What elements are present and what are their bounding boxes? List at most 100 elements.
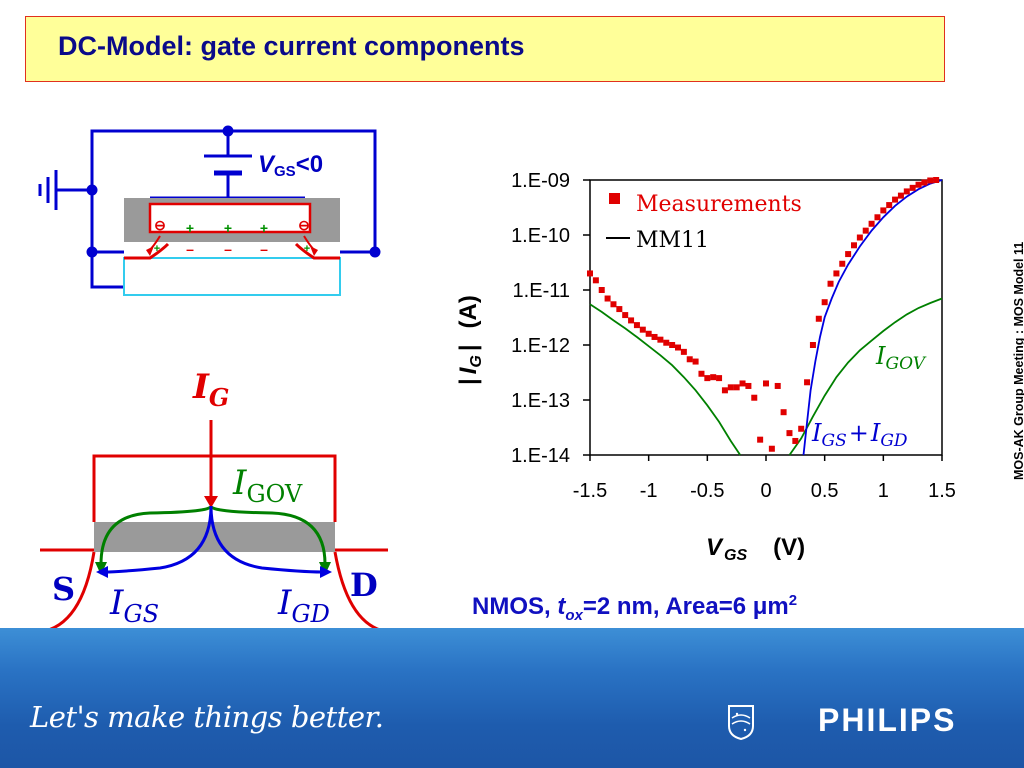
model-curve xyxy=(589,303,741,456)
measurement-point xyxy=(868,220,875,227)
measurement-point xyxy=(657,336,664,343)
measurement-point xyxy=(639,326,646,333)
footer-band xyxy=(0,628,1024,768)
y-tick-label: 1.E-12 xyxy=(511,335,570,357)
measurement-point xyxy=(757,436,764,443)
measurement-point xyxy=(610,301,617,308)
model-curve xyxy=(802,179,943,456)
y-axis-label: |IG|(A) xyxy=(455,295,485,385)
measurement-point xyxy=(680,348,687,355)
measurement-point xyxy=(633,322,640,329)
mosfet-schematic: + + + – – – ⊖ ⊖ + + VGS<0 xyxy=(38,125,381,296)
measurement-point xyxy=(804,379,811,386)
node-dot xyxy=(86,246,98,258)
measurement-point xyxy=(721,387,728,394)
model-curve xyxy=(788,297,943,456)
y-tick-label: 1.E-09 xyxy=(511,170,570,192)
measurement-point xyxy=(798,425,805,432)
electron-charge: ⊖ xyxy=(154,217,166,233)
measurement-point xyxy=(897,192,904,199)
gate-current-diagram: IG IGOV S D IGS IGD xyxy=(39,367,389,634)
node-dot xyxy=(86,184,98,196)
measurement-point xyxy=(862,227,869,234)
measurement-points xyxy=(587,177,940,452)
measurement-point xyxy=(669,342,676,348)
measurement-point xyxy=(774,382,781,389)
measurement-point xyxy=(616,306,623,313)
measurement-point xyxy=(915,181,922,188)
legend-mm11: MM11 xyxy=(636,228,709,253)
measurement-point xyxy=(651,333,658,340)
measurement-point xyxy=(710,374,717,381)
igov-label: IGOV xyxy=(232,463,303,508)
source-label: S xyxy=(52,570,75,608)
y-tick-label: 1.E-14 xyxy=(511,445,570,467)
measurement-point xyxy=(645,330,652,337)
measurement-point xyxy=(716,375,723,382)
slide-title: DC-Model: gate current components xyxy=(58,31,525,61)
measurement-point xyxy=(827,280,834,287)
measurement-point xyxy=(851,242,857,249)
title-box: DC-Model: gate current components xyxy=(25,16,945,82)
measurement-point xyxy=(592,277,599,284)
legend-marker-measurements xyxy=(609,193,620,204)
igd-label: IGD xyxy=(277,583,330,628)
x-tick-label: -1.5 xyxy=(573,480,607,502)
oxide-charge: + xyxy=(260,220,268,236)
measurement-point xyxy=(598,287,605,293)
measurement-point xyxy=(698,370,705,377)
node-dot xyxy=(369,246,381,258)
footer-slogan: Let's make things better. xyxy=(30,700,384,734)
measurement-point xyxy=(768,445,775,452)
measurement-point xyxy=(909,184,916,191)
measurement-point xyxy=(856,234,863,241)
legend-measurements: Measurements xyxy=(636,192,802,217)
measurement-point xyxy=(739,380,746,387)
small-charge: + xyxy=(304,243,310,255)
drain-label: D xyxy=(350,566,378,604)
measurement-point xyxy=(704,375,711,382)
measurement-point xyxy=(833,270,840,277)
measurement-point xyxy=(845,251,852,258)
plot-area xyxy=(589,179,943,456)
measurement-point xyxy=(792,437,799,444)
measurement-point xyxy=(933,177,940,183)
measurement-point xyxy=(628,317,635,324)
model-curves xyxy=(589,179,943,456)
measurement-point xyxy=(786,430,793,437)
footer-brand: PHILIPS xyxy=(818,702,957,738)
measurement-point xyxy=(622,312,629,319)
electron-charge: ⊖ xyxy=(298,217,310,233)
vgs-label: VGS<0 xyxy=(258,151,323,180)
annotation-igov: IGOV xyxy=(875,342,927,374)
x-tick-label: -0.5 xyxy=(690,480,724,502)
measurement-point xyxy=(745,382,752,389)
measurement-point xyxy=(821,299,828,306)
oxide-charge: + xyxy=(186,220,194,236)
igs-label: IGS xyxy=(109,583,159,628)
measurement-point xyxy=(892,196,899,203)
oxide-charge: + xyxy=(224,220,232,236)
node-dot xyxy=(222,125,234,137)
x-tick-label: 0 xyxy=(760,480,771,502)
x-tick-label: 1 xyxy=(878,480,889,502)
measurement-point xyxy=(809,342,816,348)
measurement-point xyxy=(903,188,910,195)
channel-charge: – xyxy=(186,241,194,257)
x-tick-label: 0.5 xyxy=(811,480,839,502)
y-tick-label: 1.E-13 xyxy=(511,390,570,412)
measurement-point xyxy=(727,384,734,391)
measurement-point xyxy=(675,344,681,351)
measurement-point xyxy=(780,409,787,416)
side-note: MOS-AK Group Meeting : MOS Model 11 xyxy=(1012,241,1024,480)
ig-label: IG xyxy=(192,367,229,412)
device-caption: NMOS, tox=2 nm, Area=6 μm2 xyxy=(472,592,798,624)
x-tick-label: 1.5 xyxy=(928,480,956,502)
measurement-point xyxy=(751,394,758,401)
measurement-point xyxy=(686,356,693,363)
measurement-point xyxy=(839,260,846,267)
